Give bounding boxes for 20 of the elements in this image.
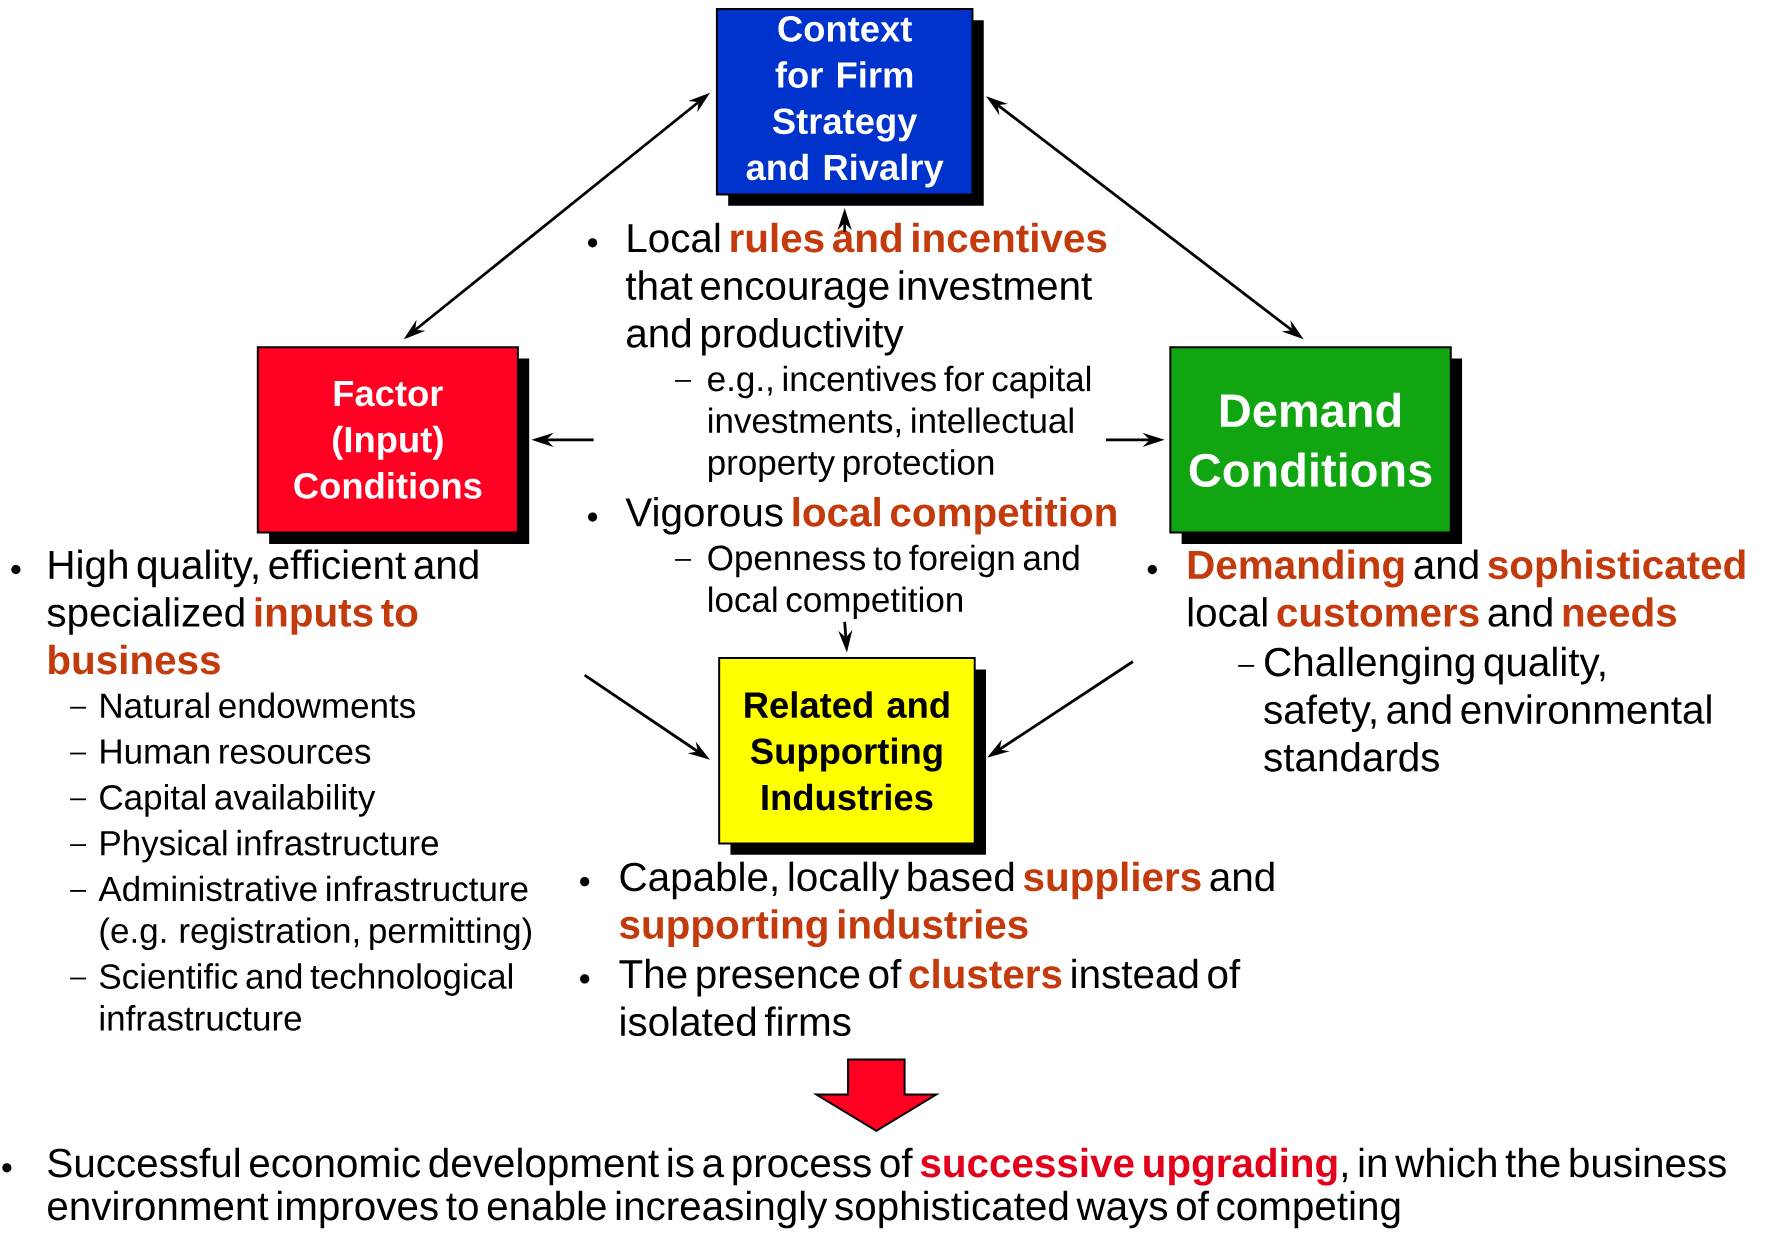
sub-item: e.g., incentives for capital investments, intellectual property protection <box>675 365 1091 482</box>
bullet-item: Local rules and incentives that encourage investment and productivity <box>588 222 1107 356</box>
sub-item: Scientific and technological infrastructure <box>70 963 512 1031</box>
corner-box: Factor (Input) Conditions <box>256 346 530 544</box>
bullet-item: Demanding and sophisticated local customers and needs <box>1147 549 1745 627</box>
sub-item: Physical infrastructure <box>70 829 438 863</box>
block-arrow <box>812 1058 940 1133</box>
corner-box: Context for Firm Strategy and Rivalry <box>715 8 984 206</box>
corner-box: Related and Supporting Industries <box>718 657 986 855</box>
bullet-item: Vigorous local competition <box>588 497 1116 535</box>
sub-item: Natural endowments <box>70 692 415 719</box>
bullet-item: The presence of clusters instead of isolated firms <box>580 958 1241 1037</box>
bullet-item: High quality, efficient and specialized inputs to business <box>11 549 478 675</box>
sub-item: Human resources <box>70 739 371 765</box>
sub-item: Openness to foreign and local competition <box>675 544 1079 620</box>
sub-item: Capital availability <box>70 784 376 817</box>
bullet-item: Successful economic development is a process of successive upgrading, in which the business environment improves to enable increasingly sophisticated ways of competing <box>2 1147 1726 1229</box>
sub-item: Challenging quality, safety, and environmental standards <box>1238 646 1711 772</box>
sub-item: Administrative infrastructure (e.g. registration, permitting) <box>70 875 532 951</box>
corner-box: Demand Conditions <box>1169 346 1463 544</box>
